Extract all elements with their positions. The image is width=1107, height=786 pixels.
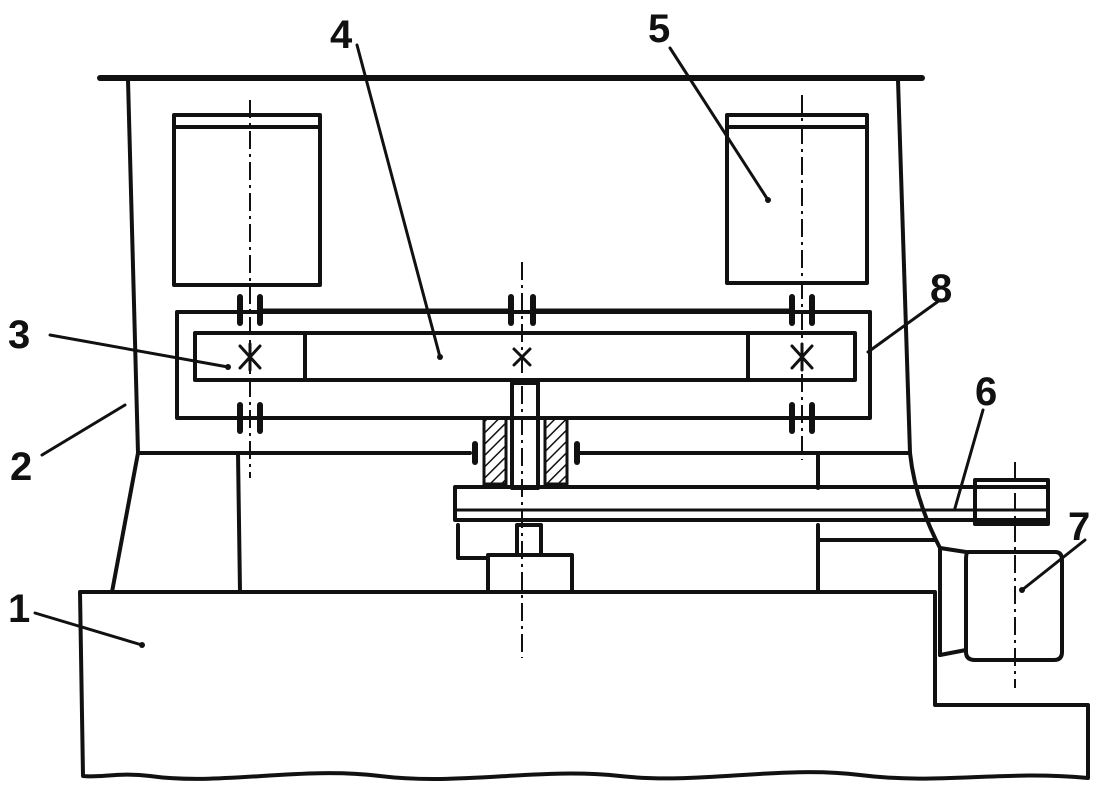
base bbox=[78, 590, 1090, 781]
leader-lines bbox=[33, 43, 1087, 648]
gear-case bbox=[175, 310, 872, 420]
motor bbox=[938, 546, 1064, 662]
label-part-2: 2 bbox=[10, 445, 32, 489]
label-part-1: 1 bbox=[8, 587, 30, 631]
gear-marks bbox=[238, 342, 814, 372]
drum-left bbox=[172, 113, 322, 287]
bearings-bottom bbox=[237, 402, 815, 434]
shafts bbox=[249, 95, 1016, 688]
label-part-7: 7 bbox=[1068, 505, 1090, 549]
label-part-6: 6 bbox=[975, 370, 997, 414]
gear-train bbox=[193, 331, 857, 382]
drum-right bbox=[725, 113, 869, 285]
spindle-assembly bbox=[472, 381, 802, 594]
label-part-3: 3 bbox=[8, 313, 30, 357]
bearings-top bbox=[237, 294, 815, 326]
label-part-4: 4 bbox=[330, 13, 353, 57]
label-part-5: 5 bbox=[648, 7, 670, 51]
belt bbox=[453, 478, 1050, 526]
label-part-8: 8 bbox=[930, 267, 952, 311]
